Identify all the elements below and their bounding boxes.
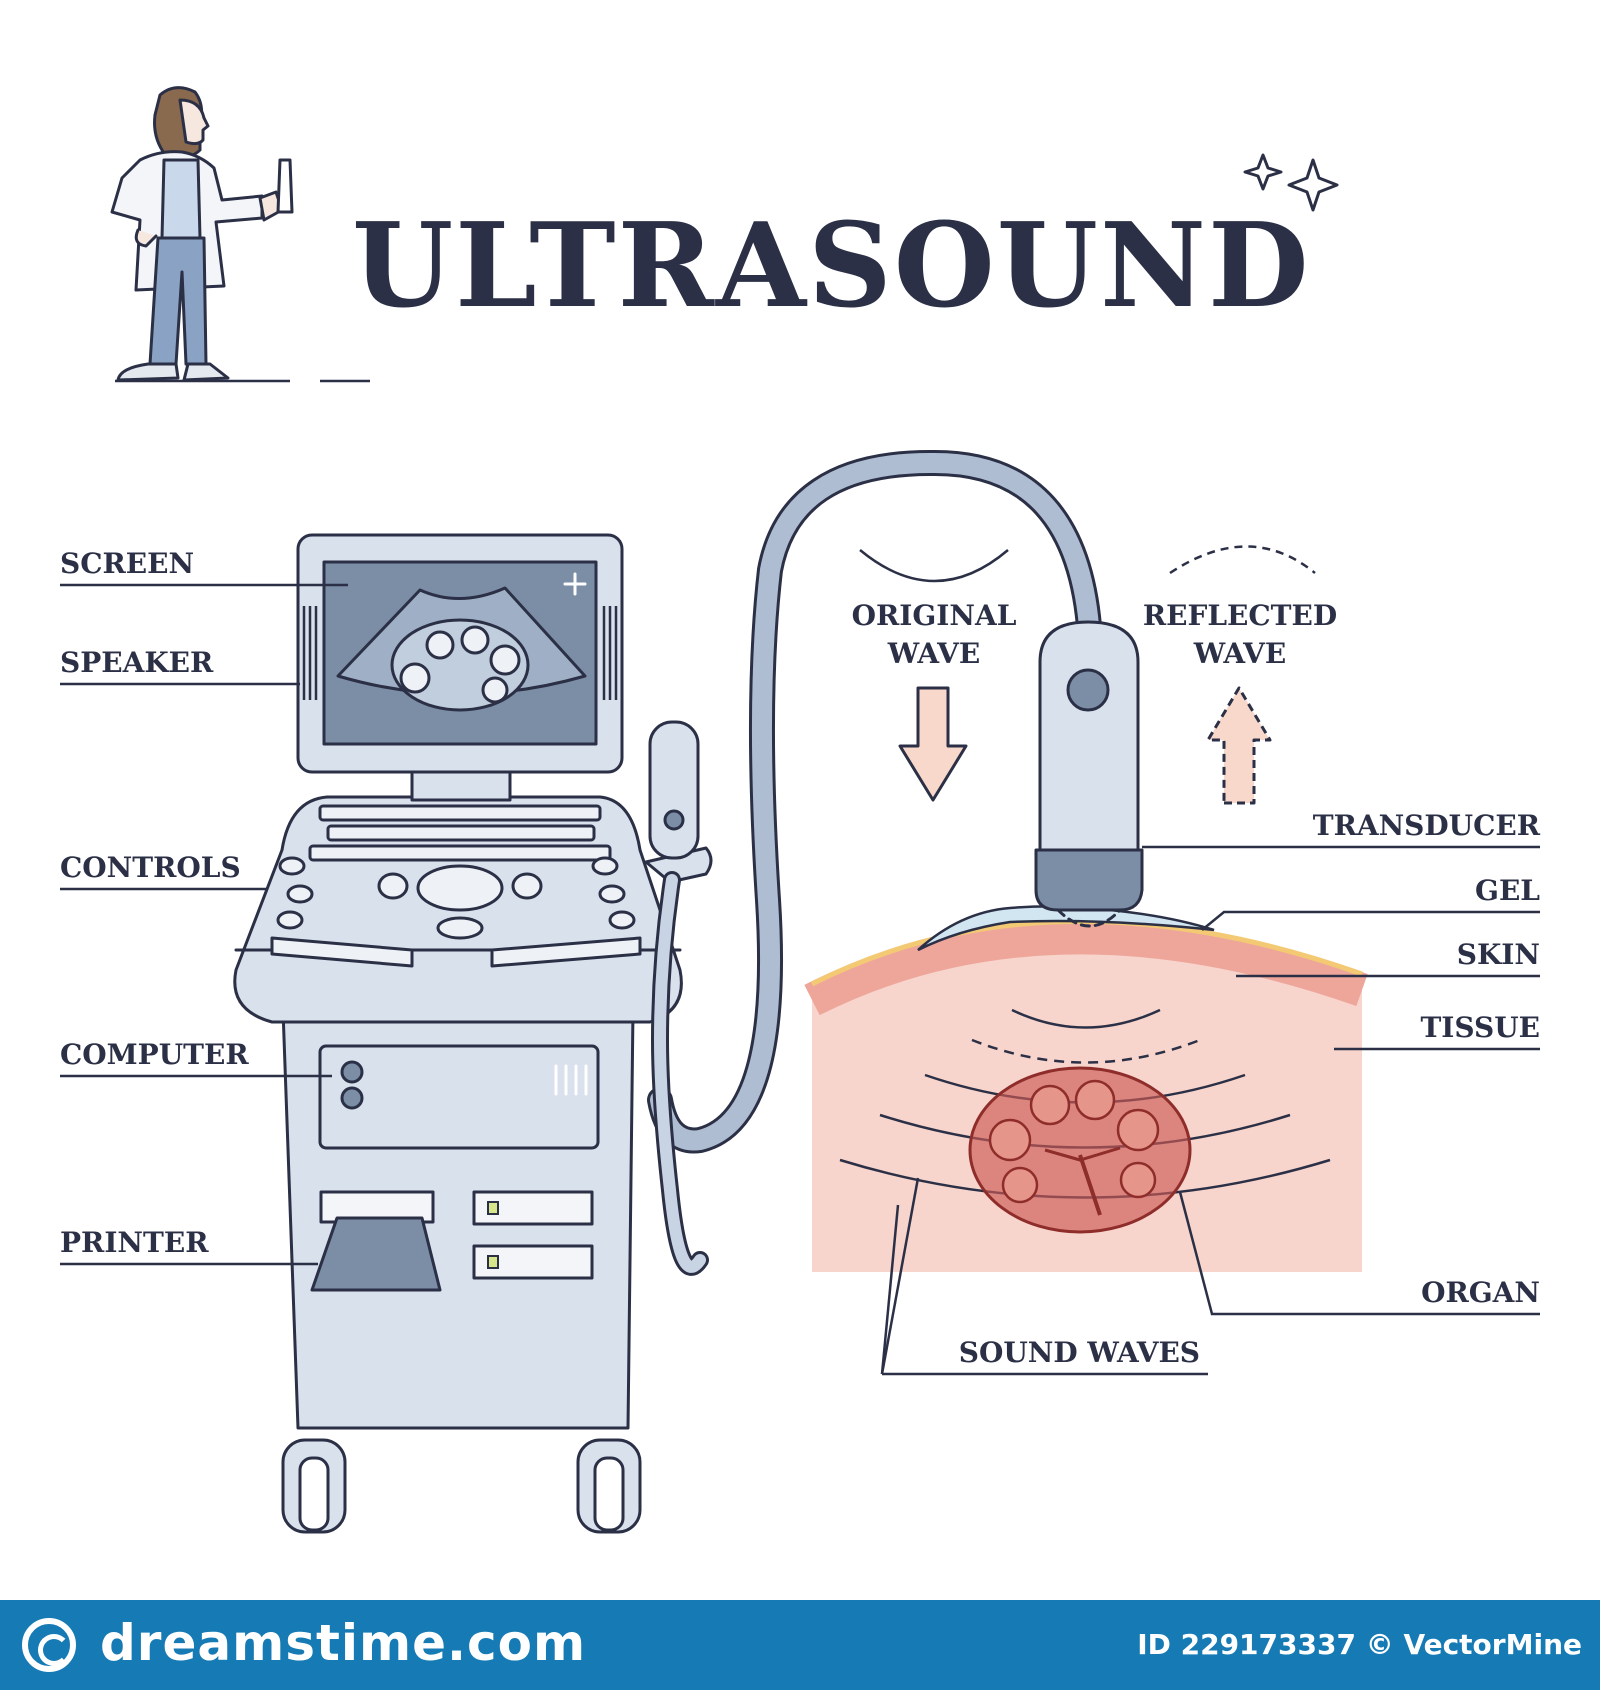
label-printer: PRINTER xyxy=(60,1226,209,1259)
footer-credit: ID 229173337 © VectorMine xyxy=(1137,1628,1582,1661)
transducer-probe xyxy=(1034,620,1144,928)
gel xyxy=(917,905,1215,952)
down-arrow-icon xyxy=(898,686,968,802)
label-speaker: SPEAKER xyxy=(60,646,214,679)
label-gel: GEL xyxy=(1475,874,1540,907)
label-computer: COMPUTER xyxy=(60,1038,249,1071)
sparkle-icon xyxy=(1243,153,1339,212)
label-sound-waves: SOUND WAVES xyxy=(959,1336,1200,1369)
label-transducer: TRANSDUCER xyxy=(1313,809,1541,842)
label-tissue: TISSUE xyxy=(1420,1011,1540,1044)
computer-panel xyxy=(340,1060,588,1110)
label-original-wave-line1: ORIGINAL xyxy=(852,599,1017,632)
drive-lights xyxy=(487,1201,499,1269)
organ-kidney xyxy=(968,1066,1192,1234)
page-title: ULTRASOUND xyxy=(352,198,1311,334)
reflected-wave-arc xyxy=(1169,545,1316,575)
label-screen: SCREEN xyxy=(60,547,194,580)
label-reflected-wave-line1: REFLECTED xyxy=(1143,599,1337,632)
label-reflected-wave-line2: WAVE xyxy=(1193,637,1286,670)
up-arrow-icon xyxy=(1206,686,1272,805)
label-controls: CONTROLS xyxy=(60,851,241,884)
label-original-wave-line2: WAVE xyxy=(887,637,980,670)
keyboard xyxy=(270,804,642,968)
label-organ: ORGAN xyxy=(1421,1276,1540,1309)
monitor-image xyxy=(336,572,587,712)
label-skin: SKIN xyxy=(1457,938,1540,971)
diagram-artwork: ULTRASOUND xyxy=(60,86,1541,1534)
doctor-figure xyxy=(110,86,294,382)
footer-brand: dreamstime.com xyxy=(100,1614,587,1672)
watermark-footer: dreamstime.com ID 229173337 © VectorMine xyxy=(0,1600,1600,1690)
dreamstime-logo-icon xyxy=(22,1618,76,1672)
original-wave-arc xyxy=(859,549,1009,583)
speaker-grille xyxy=(302,606,618,700)
leader-lines xyxy=(60,583,1540,1376)
